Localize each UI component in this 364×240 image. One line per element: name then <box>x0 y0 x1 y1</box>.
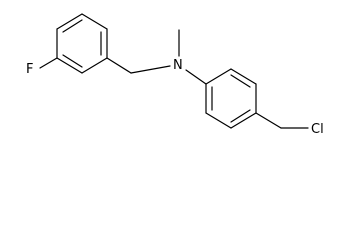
ring-b-double-1 <box>230 74 251 88</box>
c-f-bond <box>39 57 58 69</box>
ring-b-bond-2 <box>230 68 257 85</box>
n-to-ring-bond <box>185 69 207 85</box>
fluorophenyl-ring <box>56 13 108 74</box>
ring-a-bond-2 <box>81 13 108 30</box>
ring-a-bond-4 <box>81 57 108 74</box>
ring-a-double-3 <box>62 54 83 68</box>
ring-to-ch2-bond <box>106 57 132 74</box>
chemical-structure-diagram: F N Cl <box>26 13 324 137</box>
ring-a-bond-5 <box>56 57 83 74</box>
ring-b-bond-5 <box>205 112 232 129</box>
ring-b-bond-4 <box>230 112 257 129</box>
ring-a-bond-1 <box>56 13 83 30</box>
chlorine-atom-label: Cl <box>311 122 324 137</box>
ring-b-double-2 <box>230 109 251 123</box>
ch2-to-n-bond <box>130 65 171 74</box>
nitrogen-atom-label: N <box>173 58 183 73</box>
phenyl-ring <box>205 68 257 129</box>
fluorine-atom-label: F <box>26 62 33 77</box>
ring-b-bond-1 <box>205 68 232 85</box>
ring-a-double-1 <box>62 19 83 33</box>
ring-to-ch2cl-bond <box>255 112 282 129</box>
